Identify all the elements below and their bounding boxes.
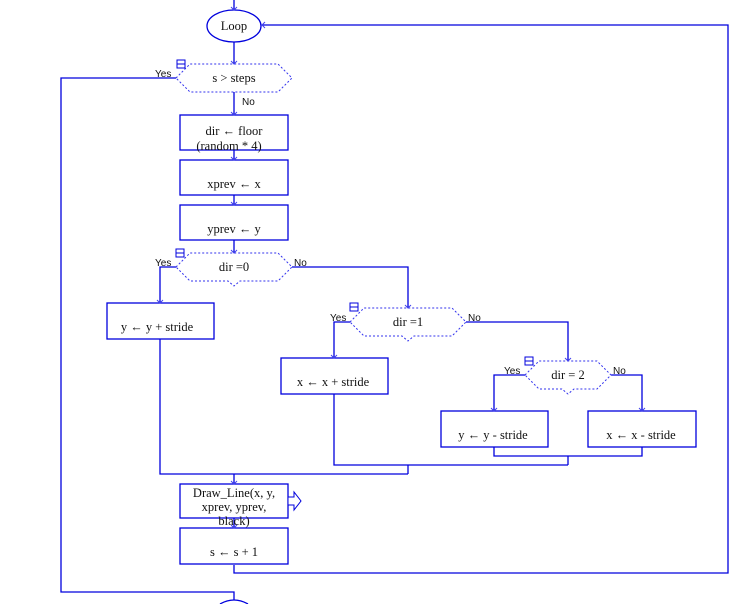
process-x-minus[interactable]: x ← x - stride xyxy=(587,410,697,448)
yes-label: Yes xyxy=(330,313,346,324)
process-assign-yprev[interactable]: yprev ← y xyxy=(179,204,289,241)
process-line: xprev ← x xyxy=(207,177,261,191)
process-line: x ← x + stride xyxy=(297,375,370,389)
no-label: No xyxy=(294,258,307,269)
process-line: Draw_Line(x, y, xyxy=(193,486,275,500)
process-line: (random * 4) xyxy=(196,139,261,153)
decision-dir-2[interactable]: dir = 2 Yes No xyxy=(504,356,626,395)
process-line: y ← y + stride xyxy=(121,320,194,334)
loop-node[interactable]: Loop xyxy=(206,9,262,43)
arrowheads xyxy=(156,6,646,529)
process-y-plus[interactable]: y ← y + stride xyxy=(106,302,215,340)
yes-label: Yes xyxy=(504,366,520,377)
process-line: dir ← floor xyxy=(206,124,264,138)
decision-label: dir =0 xyxy=(219,260,249,274)
collapse-icon[interactable] xyxy=(349,302,359,312)
decision-label: dir =1 xyxy=(393,315,423,329)
collapse-icon[interactable] xyxy=(176,59,186,69)
decision-dir-1[interactable]: dir =1 Yes No xyxy=(330,302,481,342)
process-line: x ← x - stride xyxy=(606,428,676,442)
no-label: No xyxy=(613,366,626,377)
connectors xyxy=(60,0,729,600)
end-node[interactable] xyxy=(219,599,249,604)
call-draw-line[interactable]: Draw_Line(x, y, xprev, yprev, black) xyxy=(179,483,302,528)
yes-label: Yes xyxy=(155,69,171,80)
process-line: xprev, yprev, xyxy=(202,500,267,514)
loop-label: Loop xyxy=(221,19,247,33)
call-arrow-icon xyxy=(287,490,302,512)
decision-label: dir = 2 xyxy=(551,368,584,382)
decision-label: s > steps xyxy=(212,71,255,85)
process-assign-xprev[interactable]: xprev ← x xyxy=(179,159,289,196)
decision-dir-0[interactable]: dir =0 Yes No xyxy=(155,248,307,287)
process-assign-dir[interactable]: dir ← floor (random * 4) xyxy=(179,114,289,153)
process-x-plus[interactable]: x ← x + stride xyxy=(280,357,389,395)
decision-s-steps[interactable]: s > steps Yes No xyxy=(155,59,293,108)
collapse-icon[interactable] xyxy=(524,356,534,366)
process-increment-s[interactable]: s ← s + 1 xyxy=(179,527,289,565)
no-label: No xyxy=(468,313,481,324)
process-line: y ← y - stride xyxy=(458,428,528,442)
no-label: No xyxy=(242,97,255,108)
process-y-minus[interactable]: y ← y - stride xyxy=(440,410,549,448)
process-line: s ← s + 1 xyxy=(210,545,258,559)
collapse-icon[interactable] xyxy=(175,248,185,258)
yes-label: Yes xyxy=(155,258,171,269)
process-line: yprev ← y xyxy=(207,222,261,236)
process-line: black) xyxy=(218,514,249,528)
